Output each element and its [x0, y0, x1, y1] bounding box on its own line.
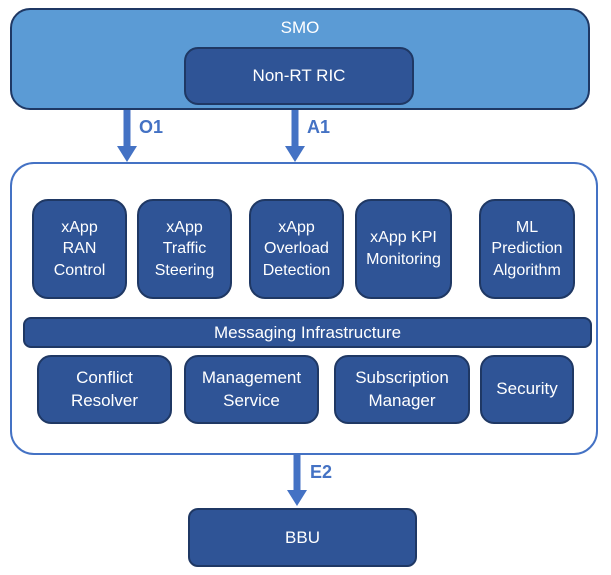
non-rt-ric-box: Non-RT RIC: [184, 47, 414, 105]
security-box: Security: [480, 355, 574, 424]
a1-arrow-icon: [285, 110, 305, 162]
xapp-overload-detection-box: xApp Overload Detection: [249, 199, 344, 299]
ml-prediction-algorithm-box: ML Prediction Algorithm: [479, 199, 575, 299]
messaging-infrastructure-bar: Messaging Infrastructure: [23, 317, 592, 348]
o1-interface-label: O1: [139, 117, 164, 137]
management-service-box: Management Service: [184, 355, 319, 424]
smo-box: SMO Non-RT RIC: [10, 8, 590, 110]
non-rt-ric-label: Non-RT RIC: [252, 66, 346, 85]
xapp-kpi-monitoring-box: xApp KPI Monitoring: [355, 199, 452, 299]
a1-interface-label: A1: [307, 117, 331, 137]
xapp-ran-control-box: xApp RAN Control: [32, 199, 127, 299]
conflict-resolver-box: Conflict Resolver: [37, 355, 172, 424]
e2-arrow-icon: [287, 455, 307, 506]
bbu-label: BBU: [285, 527, 320, 547]
o1-arrow-icon: [117, 110, 137, 162]
smo-label: SMO: [280, 18, 320, 37]
bbu-box: BBU: [188, 508, 417, 567]
e2-interface-label: E2: [310, 462, 333, 482]
near-rt-ric-container: xApp RAN Control xApp Traffic Steering x…: [10, 162, 598, 455]
subscription-manager-box: Subscription Manager: [334, 355, 470, 424]
xapp-traffic-steering-box: xApp Traffic Steering: [137, 199, 232, 299]
